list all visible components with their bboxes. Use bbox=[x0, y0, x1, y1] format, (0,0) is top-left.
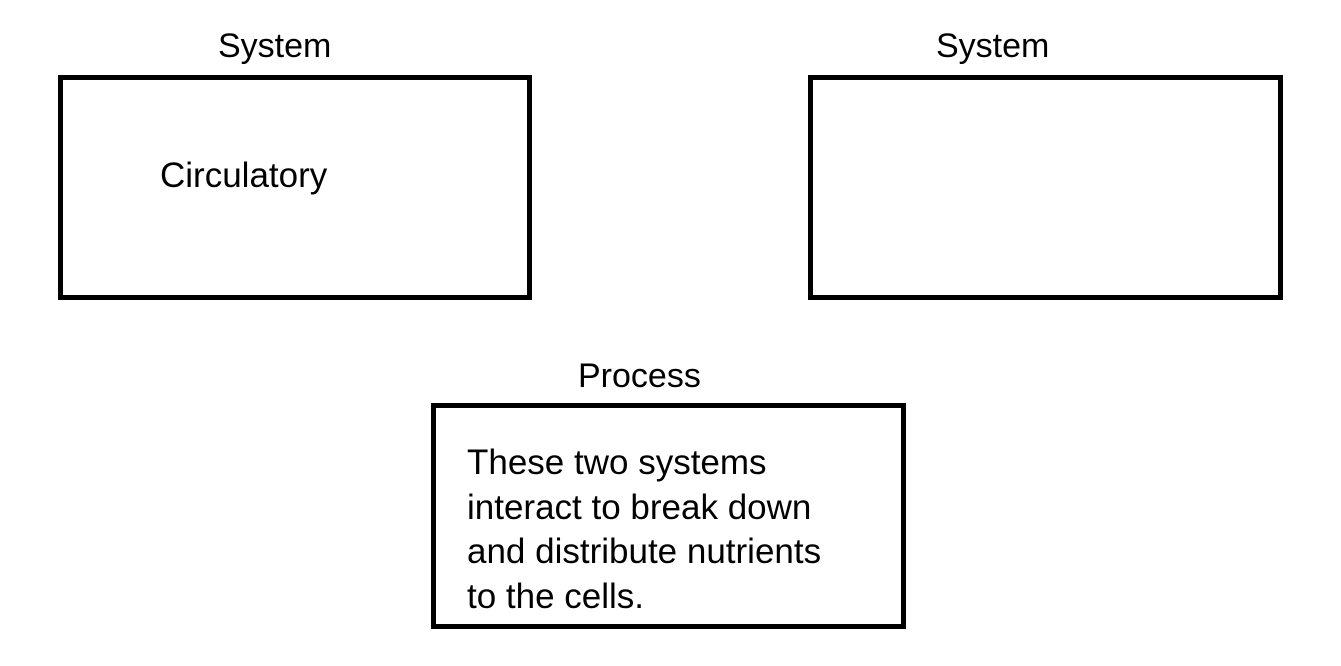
process-heading: Process bbox=[578, 357, 701, 395]
system-content-left: Circulatory bbox=[160, 156, 328, 195]
system-heading-left: System bbox=[218, 27, 332, 65]
system-heading-right: System bbox=[936, 27, 1050, 65]
process-content: These two systems interact to break down… bbox=[467, 443, 822, 616]
system-box-left: Circulatory bbox=[58, 75, 532, 300]
system-box-right bbox=[808, 75, 1283, 300]
process-box: These two systems interact to break down… bbox=[431, 403, 906, 629]
